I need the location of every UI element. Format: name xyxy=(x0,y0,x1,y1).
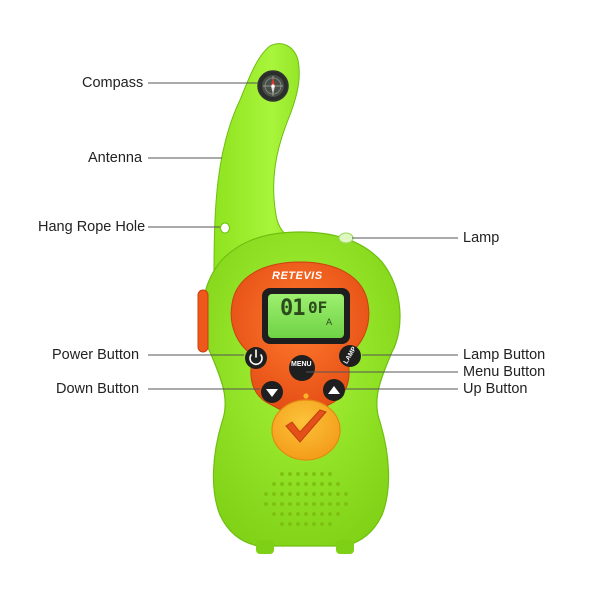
speaker-hole xyxy=(296,492,300,496)
speaker-hole xyxy=(312,512,316,516)
speaker-hole xyxy=(288,482,292,486)
lamp-light xyxy=(338,232,354,244)
callout-lamp-button: Lamp Button xyxy=(463,347,546,363)
speaker-hole xyxy=(304,482,308,486)
speaker-hole xyxy=(320,472,324,476)
callout-power-button: Power Button xyxy=(52,347,140,363)
speaker-hole xyxy=(304,522,308,526)
speaker-hole xyxy=(320,482,324,486)
speaker-hole xyxy=(312,472,316,476)
speaker-hole xyxy=(288,512,292,516)
brand-logo: RETEVIS xyxy=(272,270,323,282)
speaker-hole xyxy=(304,472,308,476)
speaker-hole xyxy=(336,512,340,516)
speaker-hole xyxy=(288,472,292,476)
leader-lines xyxy=(148,82,458,390)
speaker-hole xyxy=(328,512,332,516)
speaker-hole xyxy=(280,522,284,526)
speaker-hole xyxy=(296,522,300,526)
speaker-hole xyxy=(344,502,348,506)
callout-down-button: Down Button xyxy=(56,381,140,397)
speaker-hole xyxy=(264,492,268,496)
speaker-hole xyxy=(272,502,276,506)
speaker-hole xyxy=(280,492,284,496)
lcd-code-suffix: A xyxy=(326,318,333,328)
speaker-hole xyxy=(304,492,308,496)
speaker-hole xyxy=(312,522,316,526)
menu-button-label: MENU xyxy=(291,361,312,368)
speaker-hole xyxy=(320,512,324,516)
speaker-hole xyxy=(328,472,332,476)
speaker-hole xyxy=(336,492,340,496)
speaker-hole xyxy=(320,502,324,506)
speaker-hole xyxy=(328,502,332,506)
speaker-hole xyxy=(296,482,300,486)
lamp-button[interactable] xyxy=(339,345,361,367)
check-mark-icon xyxy=(285,409,327,443)
callout-antenna: Antenna xyxy=(88,150,143,166)
down-button[interactable] xyxy=(261,381,283,403)
menu-button[interactable] xyxy=(289,355,315,381)
speaker-hole xyxy=(336,482,340,486)
speaker-hole xyxy=(296,502,300,506)
speaker-hole xyxy=(312,492,316,496)
speaker-hole xyxy=(288,502,292,506)
side-ptt-button[interactable] xyxy=(197,289,209,353)
speaker-hole xyxy=(296,512,300,516)
power-button[interactable] xyxy=(245,347,267,369)
left-foot xyxy=(256,540,274,554)
speaker-hole xyxy=(288,522,292,526)
speaker-hole xyxy=(280,472,284,476)
antenna-shape xyxy=(213,43,331,271)
speaker-hole xyxy=(272,482,276,486)
callout-menu-button: Menu Button xyxy=(463,364,546,380)
lcd-code: 0F xyxy=(308,298,328,317)
speaker-hole xyxy=(344,492,348,496)
speaker-hole xyxy=(312,482,316,486)
speaker-hole xyxy=(312,502,316,506)
speaker-hole xyxy=(320,492,324,496)
speaker-hole xyxy=(272,492,276,496)
callout-lamp: Lamp xyxy=(463,230,500,246)
callout-hang-rope-hole: Hang Rope Hole xyxy=(38,219,146,235)
right-foot xyxy=(336,540,354,554)
lcd-screen xyxy=(268,294,344,338)
speaker-hole xyxy=(288,492,292,496)
indicator-dot xyxy=(303,393,309,399)
speaker-hole xyxy=(328,522,332,526)
speaker-hole xyxy=(280,482,284,486)
hang-rope-hole xyxy=(220,222,230,234)
speaker-hole xyxy=(328,482,332,486)
callout-up-button: Up Button xyxy=(463,381,528,397)
speaker-hole xyxy=(304,512,308,516)
speaker-hole xyxy=(280,502,284,506)
speaker-hole xyxy=(272,512,276,516)
speaker-hole xyxy=(320,522,324,526)
callout-compass: Compass xyxy=(82,75,144,91)
speaker-hole xyxy=(328,492,332,496)
speaker-grille xyxy=(264,472,348,526)
speaker-hole xyxy=(304,502,308,506)
speaker-hole xyxy=(264,502,268,506)
speaker-hole xyxy=(336,502,340,506)
compass-icon xyxy=(257,70,289,102)
lcd-channel: 01 xyxy=(280,296,305,321)
speaker-hole xyxy=(280,512,284,516)
up-button[interactable] xyxy=(323,379,345,401)
speaker-hole xyxy=(296,472,300,476)
